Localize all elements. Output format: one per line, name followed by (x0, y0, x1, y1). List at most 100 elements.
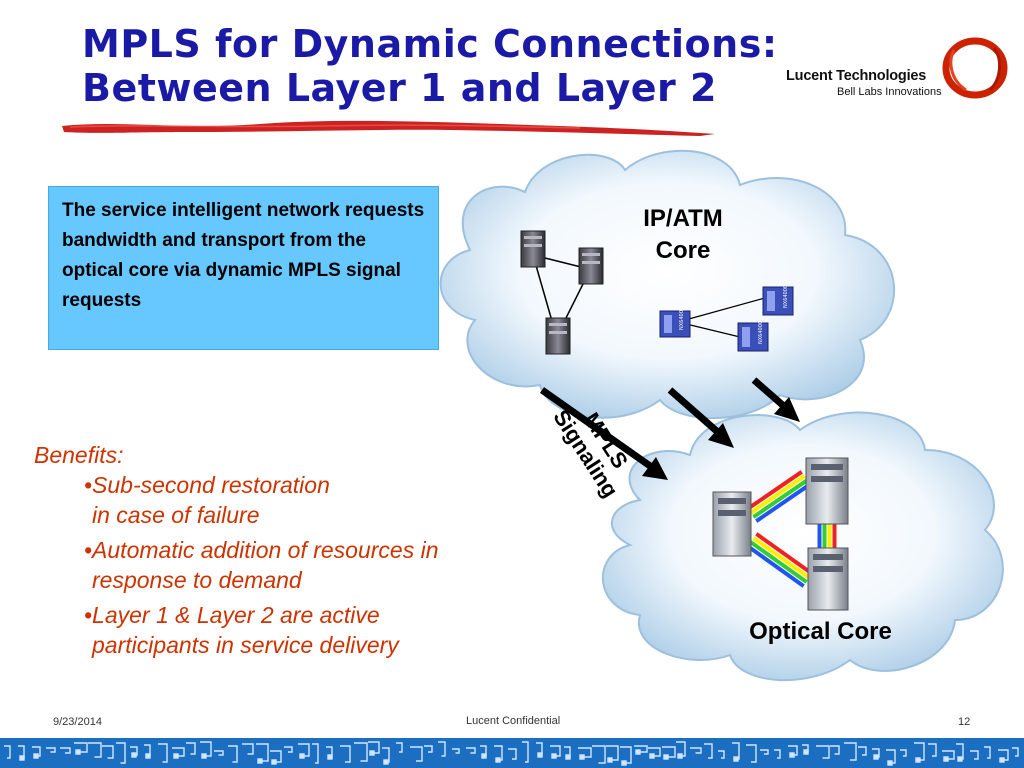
circuit-pad (537, 752, 543, 758)
footer-confidential: Lucent Confidential (466, 715, 561, 727)
circuit-trace (522, 741, 529, 763)
circuit-trace (508, 748, 517, 760)
circuit-trace (312, 743, 319, 764)
circuit-trace (634, 745, 648, 753)
wavelength-line (749, 540, 808, 584)
circuit-trace (816, 745, 830, 759)
circuit-trace (74, 742, 88, 753)
title-underline-brushstroke (62, 120, 715, 136)
circuit-trace (256, 743, 269, 762)
circuit-trace (676, 741, 686, 757)
optical-links (746, 470, 837, 588)
circuit-trace (452, 748, 460, 754)
ip-router-icon (520, 230, 546, 268)
ip-router-icon (545, 317, 571, 355)
slide-title: MPLS for Dynamic Connections: Between La… (82, 22, 778, 110)
circuit-trace (242, 743, 254, 755)
circuit-trace (466, 747, 476, 754)
wavelength-line (746, 544, 805, 588)
circuit-trace (172, 747, 185, 757)
ip-atm-label-line-1: IP/ATM (643, 205, 723, 232)
ip-atm-label-line-2: Core (655, 237, 711, 264)
benefit-line: •Layer 1 & Layer 2 are active (84, 602, 380, 628)
circuit-pad (999, 757, 1005, 763)
circuit-pad (495, 757, 501, 763)
circuit-trace (830, 745, 840, 755)
circuit-trace (914, 742, 925, 761)
circuit-trace (1012, 747, 1019, 757)
optical-crossconnect-icon (807, 547, 849, 611)
circuit-pad (579, 754, 585, 760)
circuit-pad (873, 754, 879, 760)
circuit-trace (354, 742, 368, 762)
benefit-line: •Sub-second restoration (84, 472, 330, 498)
circuit-pad (565, 754, 571, 760)
circuit-pad (789, 752, 795, 758)
circuit-pad (327, 754, 333, 760)
circuit-pad (299, 753, 305, 759)
benefit-item: •Layer 1 & Layer 2 are active participan… (84, 600, 544, 660)
circuit-trace (984, 746, 991, 759)
circuit-trace (60, 747, 71, 754)
circuit-pad (19, 755, 25, 761)
circuit-pad (943, 756, 949, 762)
optical-crossconnect-icon (805, 457, 849, 525)
circuit-trace (368, 741, 380, 754)
circuit-pad (173, 753, 179, 759)
wavelength-line (752, 478, 809, 519)
circuit-trace (900, 749, 907, 757)
circuit-pad (33, 753, 39, 759)
device-tag: NX64000 (783, 285, 789, 308)
circuit-pad (201, 753, 207, 759)
device-tag: NX64000 (758, 321, 764, 344)
circuit-pad (551, 753, 557, 759)
circuit-trace (550, 745, 561, 757)
circuit-trace (928, 743, 937, 757)
circuit-trace (886, 749, 896, 764)
circuit-trace (438, 741, 446, 757)
circuit-trace (578, 747, 592, 758)
circuit-board-footer-band (0, 738, 1024, 768)
ip-router-icon (578, 247, 604, 285)
circuit-trace (88, 742, 102, 758)
circuit-traces (4, 741, 1019, 766)
circuit-trace (690, 747, 702, 754)
circuit-trace (942, 750, 955, 760)
logo-tagline: Bell Labs Innovations (837, 86, 942, 98)
circuit-pad (621, 760, 627, 766)
page-number: 12 (958, 716, 971, 728)
lucent-logo: Lucent Technologies Bell Labs Innovation… (786, 34, 1016, 104)
circuit-trace (718, 750, 725, 759)
circuit-pad (649, 753, 655, 759)
optical-core-label: Optical Core (749, 618, 892, 645)
circuit-pad (481, 753, 487, 759)
logo-company-name: Lucent Technologies (786, 68, 927, 84)
circuit-trace (746, 744, 757, 763)
benefit-line: •Automatic addition of resources in (84, 537, 439, 563)
network-diagram: NX64000 NX64000 NX64000 (439, 149, 1004, 682)
optical-core-cloud (602, 411, 1004, 682)
circuit-trace (46, 747, 56, 753)
circuit-pad (915, 757, 921, 763)
circuit-pad (635, 749, 641, 755)
circuit-pad (677, 753, 683, 759)
benefit-item: •Automatic addition of resources in resp… (84, 535, 544, 595)
wavelength-line (752, 536, 811, 580)
device-tag: NX64000 (679, 307, 685, 330)
circuit-trace (858, 746, 867, 756)
circuit-trace (998, 749, 1009, 761)
circuit-trace (410, 746, 423, 762)
circuit-trace (158, 743, 168, 763)
footer-date: 9/23/2014 (53, 716, 102, 728)
circuit-trace (844, 742, 857, 761)
circuit-trace (704, 743, 713, 759)
service-intelligence-callout: The service intelligent network requests… (48, 186, 439, 350)
circuit-trace (760, 749, 769, 755)
circuit-trace (662, 746, 676, 758)
benefit-line: in case of failure (92, 502, 260, 528)
circuit-trace (592, 745, 606, 764)
circuit-trace (116, 742, 126, 764)
circuit-pad (957, 756, 963, 762)
circuit-pad (607, 757, 613, 763)
ip-atm-core-cloud (439, 149, 895, 420)
